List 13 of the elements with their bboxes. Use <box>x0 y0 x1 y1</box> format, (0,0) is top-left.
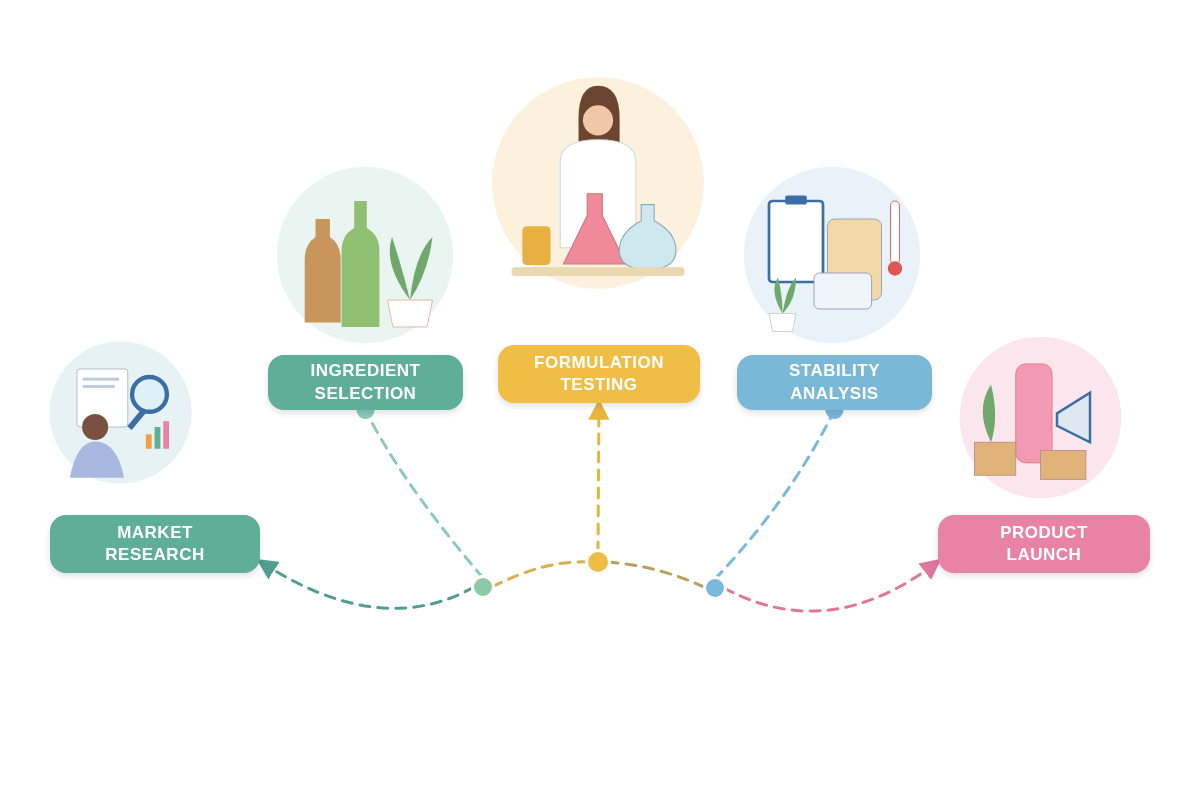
step-illustration-drawing <box>48 340 193 485</box>
step-illustration-drawing <box>275 165 455 345</box>
step-label-pill: FORMULATION TESTING <box>498 345 700 403</box>
step-label-pill: MARKET RESEARCH <box>50 515 260 573</box>
junction-dot <box>474 578 492 596</box>
step-illustration-drawing <box>742 165 922 345</box>
step-label-pill: INGREDIENT SELECTION <box>268 355 463 410</box>
step-label-pill: PRODUCT LAUNCH <box>938 515 1150 573</box>
junction-dot <box>706 579 724 597</box>
step-illustration-drawing <box>490 75 706 291</box>
step-illustration-drawing <box>958 335 1123 500</box>
junction-dot <box>588 552 608 572</box>
step-label-pill: STABILITY ANALYSIS <box>737 355 932 410</box>
